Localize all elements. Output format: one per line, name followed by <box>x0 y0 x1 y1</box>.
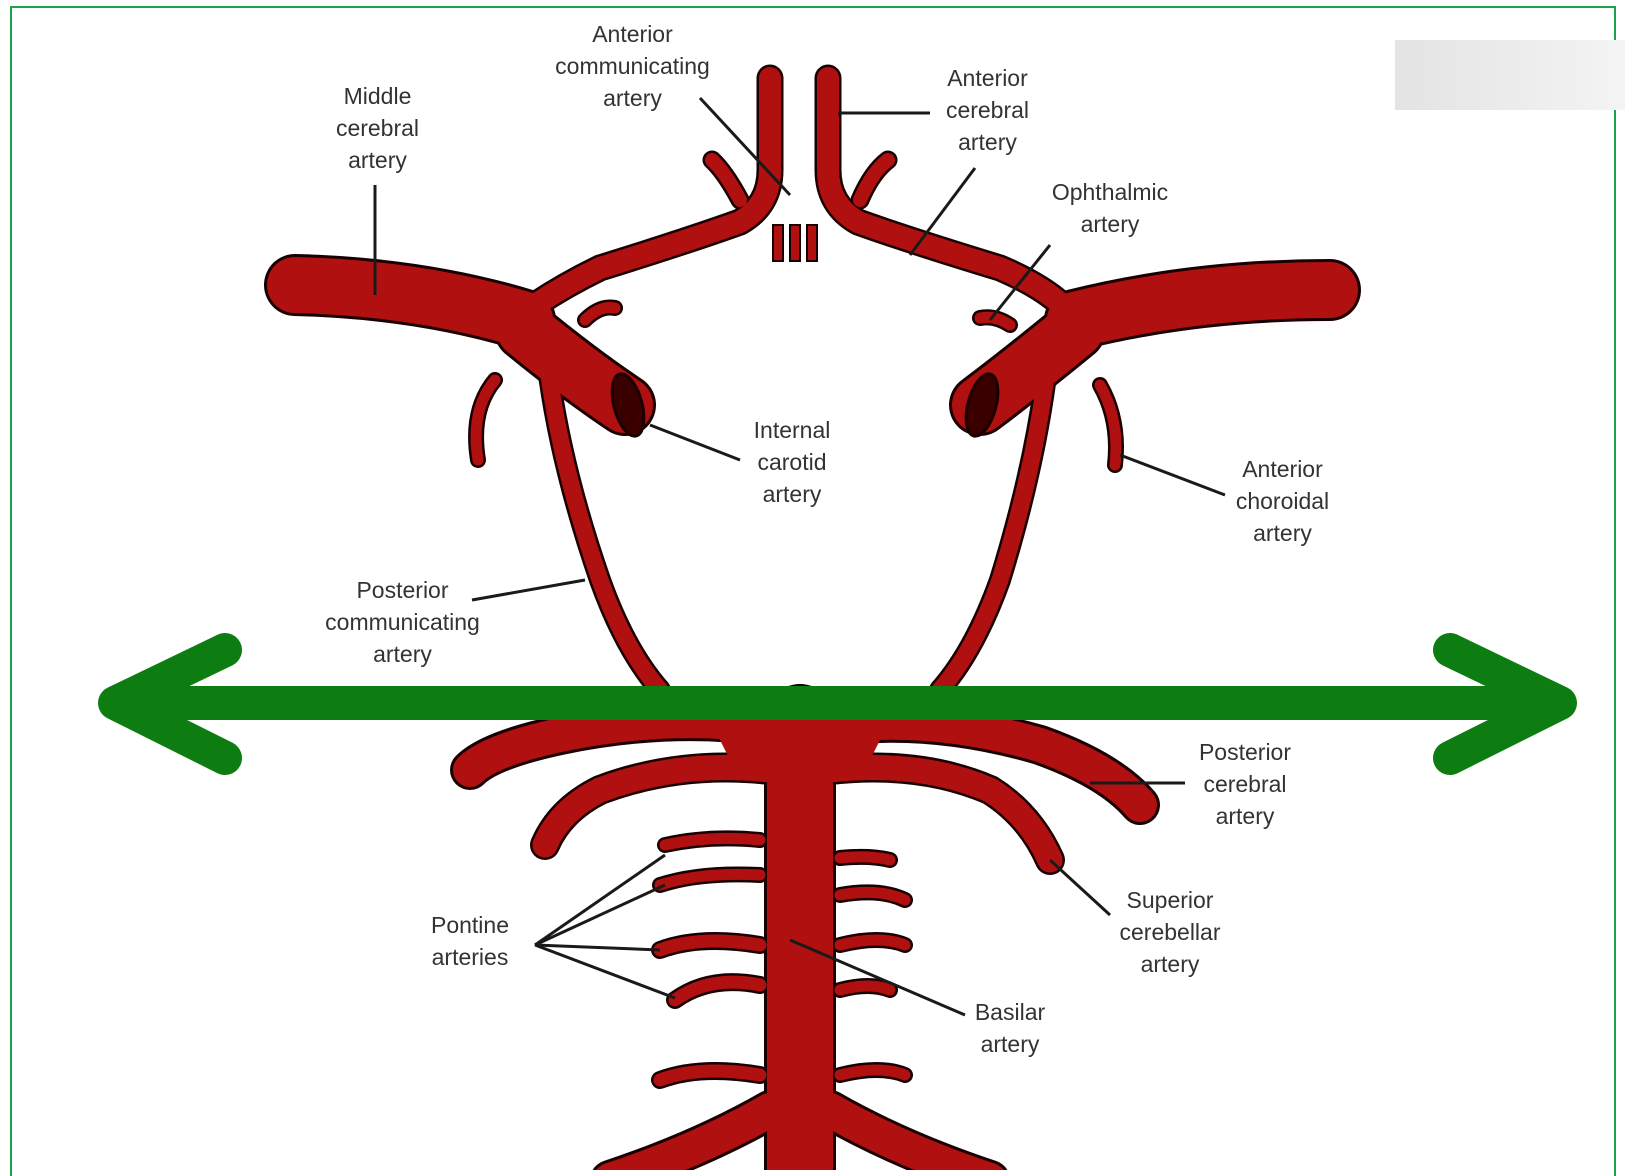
label-ophthalmic-artery: Ophthalmic artery <box>1025 176 1195 240</box>
label-middle-cerebral-artery: Middle cerebral artery <box>300 80 455 176</box>
label-anterior-communicating-artery: Anterior communicating artery <box>525 18 740 114</box>
label-pontine-arteries: Pontine arteries <box>405 909 535 973</box>
anterior-communicating-artery <box>773 225 817 261</box>
label-posterior-communicating-artery: Posterior communicating artery <box>295 574 510 670</box>
label-anterior-choroidal-artery: Anterior choroidal artery <box>1210 453 1355 549</box>
label-anterior-cerebral-artery: Anterior cerebral artery <box>915 62 1060 158</box>
label-internal-carotid-artery: Internal carotid artery <box>722 414 862 510</box>
label-superior-cerebellar-artery: Superior cerebellar artery <box>1095 884 1245 980</box>
label-posterior-cerebral-artery: Posterior cerebral artery <box>1170 736 1320 832</box>
label-basilar-artery: Basilar artery <box>950 996 1070 1060</box>
